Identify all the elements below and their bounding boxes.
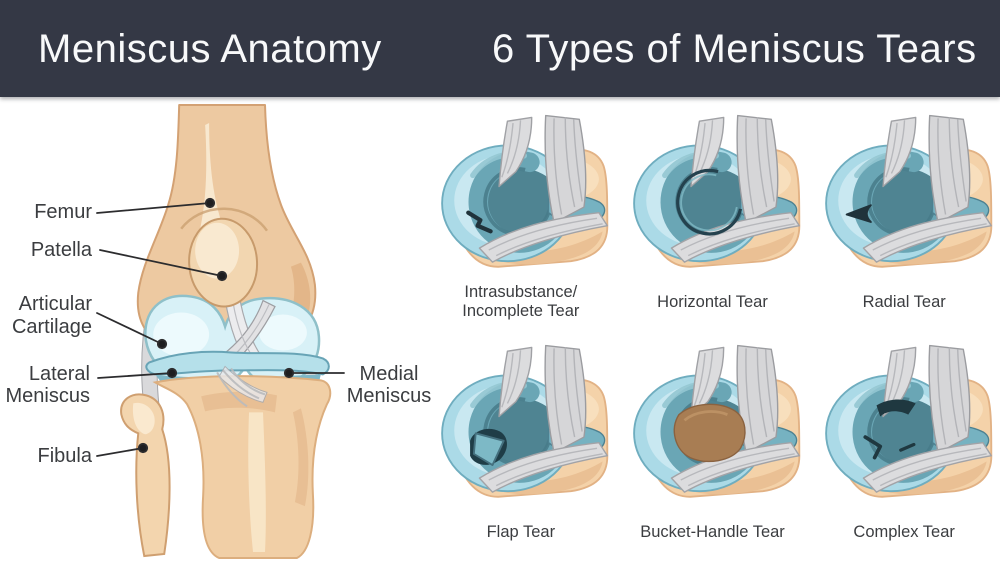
tear-card-horizontal: Horizontal Tear <box>617 100 809 330</box>
tear-card-intrasubstance: Intrasubstance/Incomplete Tear <box>425 100 617 330</box>
right-title: 6 Types of Meniscus Tears <box>492 27 977 71</box>
tear-label-radial: Radial Tear <box>862 292 946 311</box>
tear-label-flap: Flap Tear <box>486 522 556 541</box>
meniscus-top-view-illustration <box>811 110 998 278</box>
left-title: Meniscus Anatomy <box>38 27 382 71</box>
tear-card-bucket-handle: Bucket-Handle Tear <box>617 330 809 562</box>
tear-label-bucket-handle: Bucket-Handle Tear <box>640 522 785 541</box>
meniscus-top-view-illustration <box>619 110 806 278</box>
tear-card-complex: Complex Tear <box>808 330 1000 562</box>
label-articular-cartilage: Articular Cartilage <box>11 293 92 338</box>
patellar-strands <box>216 365 268 408</box>
tear-card-radial: Radial Tear <box>808 100 1000 330</box>
meniscus-top-view-illustration <box>619 340 806 508</box>
label-femur: Femur <box>34 201 92 223</box>
label-patella: Patella <box>30 239 92 261</box>
meniscus-top-view-illustration <box>427 110 614 278</box>
header-bar: Meniscus Anatomy 6 Types of Meniscus Tea… <box>0 0 1000 97</box>
meniscus-top-view-illustration <box>811 340 998 508</box>
tibia-bone <box>152 375 332 560</box>
label-fibula: Fibula <box>37 445 92 467</box>
meniscus-top-view-illustration <box>427 340 614 508</box>
label-lateral-meniscus: Lateral Meniscus <box>5 363 90 407</box>
knee-anatomy-panel: Femur Patella Articular Cartilage Latera… <box>0 97 460 562</box>
tear-label-intrasubstance: Intrasubstance/Incomplete Tear <box>462 283 580 320</box>
knee-illustration <box>120 103 332 560</box>
tear-label-complex: Complex Tear <box>853 522 955 541</box>
label-medial-meniscus: Medial Meniscus <box>346 363 432 407</box>
fibula-bone <box>120 393 171 558</box>
patellar-outline <box>180 207 269 232</box>
tear-types-panel: Intrasubstance/Incomplete Tear Horizonta… <box>425 100 1000 562</box>
tear-label-horizontal: Horizontal Tear <box>657 292 768 311</box>
tear-card-flap: Flap Tear <box>425 330 617 562</box>
tear-mark-overlay <box>672 402 747 463</box>
